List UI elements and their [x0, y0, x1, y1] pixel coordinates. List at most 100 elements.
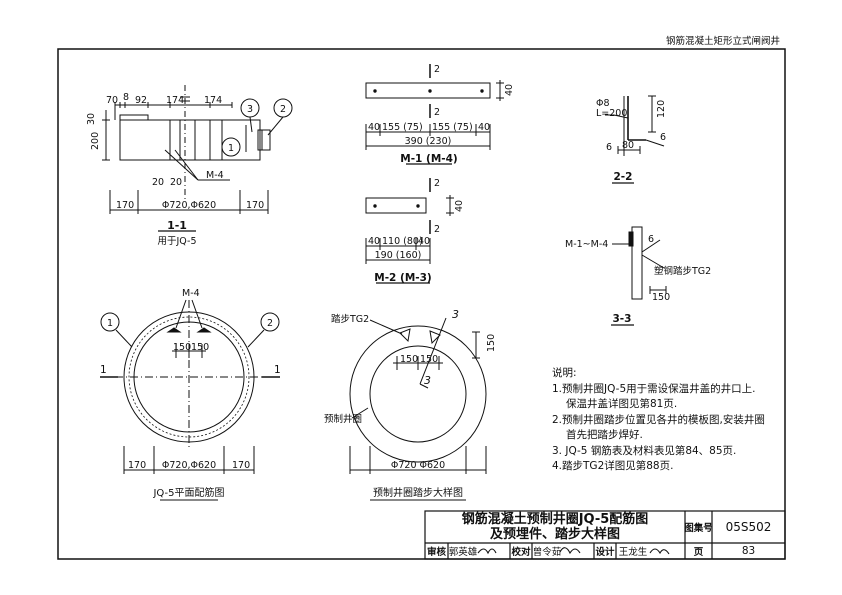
- m2-dim-2: 40: [418, 236, 430, 247]
- m1-dim-2: 155 (75): [432, 122, 473, 133]
- m1-total: 390 (230): [405, 136, 452, 147]
- dim-6: 6: [606, 142, 612, 153]
- section-1-1: [102, 85, 293, 232]
- m1-dim-0: 40: [368, 122, 380, 133]
- plate-m2: [365, 178, 454, 284]
- dim-bottom-left: 170: [116, 200, 134, 211]
- dim-200: 200: [90, 132, 101, 150]
- dim-174-a: 174: [166, 95, 184, 106]
- plan-caption: JQ-5平面配筋图: [152, 486, 224, 499]
- drawing-title-line1: 钢筋混凝土预制井圈JQ-5配筋图: [461, 512, 649, 527]
- note-line-3: 2.预制井圈踏步位置见各井的模板图,安装井圈: [552, 413, 765, 426]
- title-block-grid: [424, 510, 786, 560]
- detail-dim-150-a: 150: [400, 354, 418, 365]
- m2-mark-bottom: 2: [434, 224, 440, 235]
- m2-dim-0: 40: [368, 236, 380, 247]
- detail-ring-label: 预制井圈: [324, 413, 362, 425]
- detail-dim-150: 150: [486, 334, 497, 352]
- note-line-5: 3. JQ-5 钢筋表及材料表见第84、85页.: [552, 444, 737, 457]
- plan-dim-mid: Φ720,Φ620: [162, 460, 216, 471]
- plan-jq5: [100, 299, 280, 474]
- m2-total: 190 (160): [375, 250, 422, 261]
- m1-mark-bottom: 2: [434, 107, 440, 118]
- check-name: 曾令茹: [532, 547, 562, 558]
- dim-120: 120: [656, 100, 667, 118]
- detail-dim-mid: Φ720 Φ620: [391, 460, 445, 471]
- detail-axis-top: 3: [452, 308, 459, 321]
- dim-70: 70: [106, 95, 118, 106]
- m1-height: 40: [504, 84, 515, 96]
- notes-heading: 说明:: [552, 367, 577, 379]
- title-block: 钢筋混凝土预制井圈JQ-5配筋图 及预埋件、踏步大样图 图集号 05S502 审…: [425, 511, 785, 559]
- atlas-number: 05S502: [725, 520, 772, 534]
- section-2-2-caption: 2-2: [614, 171, 633, 183]
- drawing-title-line2: 及预埋件、踏步大样图: [489, 527, 620, 542]
- review-name: 郭英雄: [448, 547, 478, 558]
- plan-dim-150-b: 150: [191, 342, 209, 353]
- atlas-label: 图集号: [684, 523, 713, 534]
- design-label: 设计: [595, 547, 615, 558]
- callout-1: 1: [228, 143, 234, 154]
- m-range-label: M-1~M-4: [565, 239, 608, 250]
- detail-step: [349, 317, 487, 474]
- dim-174-b: 174: [204, 95, 222, 106]
- dim-8: 8: [123, 92, 129, 103]
- dim-bottom-mid: Φ720,Φ620: [162, 200, 216, 211]
- dim-20-a: 20: [152, 177, 164, 188]
- section-3-3-caption: 3-3: [613, 313, 632, 325]
- plan-axis-left: 1: [100, 364, 107, 376]
- m2-dim-1: 110 (80): [382, 236, 423, 247]
- detail-axis-mid: 3: [424, 374, 431, 387]
- detail-step-label: 踏步TG2: [331, 313, 369, 325]
- callout-2: 2: [280, 104, 286, 115]
- callout-3: 3: [247, 104, 253, 115]
- plan-dim-left: 170: [128, 460, 146, 471]
- drawing-title: 钢筋混凝土预制井圈JQ-5配筋图 及预埋件、踏步大样图: [425, 511, 685, 543]
- dim-150: 150: [652, 292, 670, 303]
- section-1-1-subcaption: 用于JQ-5: [157, 236, 196, 247]
- plan-axis-right: 1: [274, 364, 281, 376]
- plan-m4-label: M-4: [182, 288, 200, 299]
- review-label: 审核: [426, 547, 446, 558]
- dim-30: 30: [86, 113, 97, 125]
- dim-80: 80: [622, 140, 634, 151]
- plan-dim-right: 170: [232, 460, 250, 471]
- dim-6-b: 6: [660, 132, 666, 143]
- detail-dim-150-b: 150: [420, 354, 438, 365]
- dim-bottom-right: 170: [246, 200, 264, 211]
- m1-dim-1: 155 (75): [382, 122, 423, 133]
- plan-callout-1: 1: [107, 318, 113, 329]
- m4-label: M-4: [206, 170, 224, 181]
- note-line-1: 1.预制井圈JQ-5用于需设保温井盖的井口上.: [552, 382, 756, 395]
- bar-length: L=200: [596, 108, 627, 119]
- plate-m1: [365, 64, 504, 165]
- dim-20-b: 20: [170, 177, 182, 188]
- plan-callout-2: 2: [267, 318, 273, 329]
- bar-phi8: Φ8: [596, 98, 610, 109]
- note-line-4: 首先把踏步焊好.: [566, 429, 643, 441]
- label-6: 6: [648, 234, 654, 245]
- step-label: 塑钢踏步TG2: [654, 265, 711, 277]
- detail-caption: 预制井圈踏步大样图: [373, 486, 463, 499]
- section-3-3: [611, 226, 667, 326]
- m2-caption: M-2 (M-3): [374, 272, 431, 284]
- m2-height: 40: [454, 200, 465, 212]
- series-title: 钢筋混凝土矩形立式闸阀井: [666, 35, 780, 47]
- m1-caption: M-1 (M-4): [400, 153, 457, 165]
- note-line-6: 4.踏步TG2详图见第88页.: [552, 460, 674, 472]
- design-name: 王龙生: [618, 547, 648, 558]
- section-2-2: [605, 95, 665, 184]
- page-label: 页: [693, 547, 704, 558]
- m1-dim-3: 40: [478, 122, 490, 133]
- dim-92: 92: [135, 95, 147, 106]
- m2-mark-top: 2: [434, 178, 440, 189]
- sheet-frame: [57, 48, 786, 560]
- section-1-1-caption: 1-1: [167, 219, 187, 232]
- page-number: 83: [741, 545, 756, 557]
- check-label: 校对: [511, 547, 531, 558]
- note-line-2: 保温井盖详图见第81页.: [566, 398, 678, 410]
- m1-mark-top: 2: [434, 64, 440, 75]
- notes-block: 说明: 1.预制井圈JQ-5用于需设保温井盖的井口上. 保温井盖详图见第81页.…: [552, 366, 765, 475]
- plan-dim-150-a: 150: [173, 342, 191, 353]
